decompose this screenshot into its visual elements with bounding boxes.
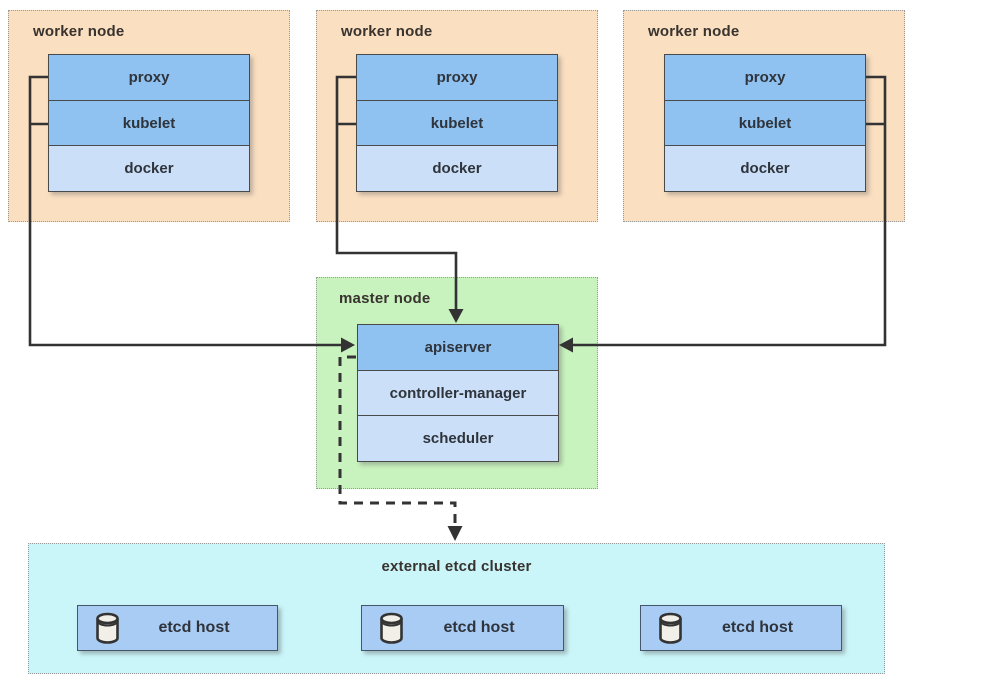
etcd-host-label: etcd host	[443, 619, 515, 636]
component-docker: docker	[356, 145, 558, 192]
etcd-host-3: etcd host	[640, 605, 842, 651]
etcd-host-label: etcd host	[721, 619, 794, 636]
component-kubelet: kubelet	[48, 99, 250, 147]
master-node-title: master node	[339, 290, 431, 307]
component-proxy: proxy	[356, 54, 558, 101]
database-icon	[96, 612, 119, 644]
component-proxy: proxy	[48, 54, 250, 101]
worker-node-3-title: worker node	[648, 23, 740, 40]
worker-node-3: worker node proxy kubelet docker	[623, 10, 905, 222]
database-icon	[659, 612, 682, 644]
component-kubelet: kubelet	[664, 99, 866, 147]
component-scheduler: scheduler	[357, 415, 559, 462]
etcd-host-2: etcd host	[361, 605, 564, 651]
external-etcd-cluster: external etcd cluster etcd host etcd hos…	[28, 543, 885, 674]
worker-node-1: worker node proxy kubelet docker	[8, 10, 290, 222]
worker-node-2-title: worker node	[341, 23, 433, 40]
master-node-component-stack: apiserver controller-manager scheduler	[357, 324, 559, 462]
component-proxy: proxy	[664, 54, 866, 101]
component-docker: docker	[664, 145, 866, 192]
worker-node-1-component-stack: proxy kubelet docker	[48, 54, 250, 192]
worker-node-2: worker node proxy kubelet docker	[316, 10, 598, 222]
arrowhead-down-icon	[447, 526, 463, 541]
worker-node-3-component-stack: proxy kubelet docker	[664, 54, 866, 192]
etcd-cluster-title: external etcd cluster	[381, 558, 532, 575]
database-icon	[380, 612, 403, 644]
etcd-host-label: etcd host	[158, 619, 230, 636]
etcd-host-1: etcd host	[77, 605, 278, 651]
component-kubelet: kubelet	[356, 99, 558, 147]
component-apiserver: apiserver	[357, 324, 559, 371]
component-controller-manager: controller-manager	[357, 369, 559, 417]
worker-node-1-title: worker node	[33, 23, 125, 40]
worker-node-2-component-stack: proxy kubelet docker	[356, 54, 558, 192]
master-node: master node apiserver controller-manager…	[316, 277, 598, 489]
component-docker: docker	[48, 145, 250, 192]
